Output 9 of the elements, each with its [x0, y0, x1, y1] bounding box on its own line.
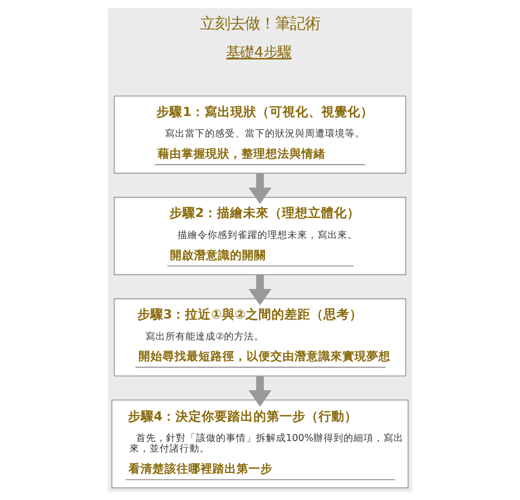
- node-box: 步驟3：拉近①與②之間的差距（思考） 寫出所有能達成②的方法。 開始尋找最短路徑，以便交由潛意識來實現夢想: [114, 298, 406, 376]
- node-box: 步驟2：描繪未來（理想立體化） 描繪令你感到雀躍的理想未來，寫出來。 開啟潛意識的開關: [114, 196, 406, 276]
- arrow: [248, 274, 272, 306]
- arrow: [248, 376, 272, 407]
- arrow: [248, 174, 272, 204]
- node-box: 步驟4：決定你要踏出的第一步（行動） 首先，針對「該做的事情」拆解成100%辦得到的細項，寫出來，並付諸行動。 看清楚該往哪裡踏出第一步: [111, 400, 409, 488]
- diagram-title: 立刻去做！筆記術: [200, 14, 320, 32]
- node-box: 步驟1：寫出現狀（可視化、視覺化） 寫出當下的感受、當下的狀況與周遭環境等。 藉由掌握現狀，整理想法與情緒: [114, 96, 406, 174]
- label: 基礎4步驟: [226, 44, 292, 61]
